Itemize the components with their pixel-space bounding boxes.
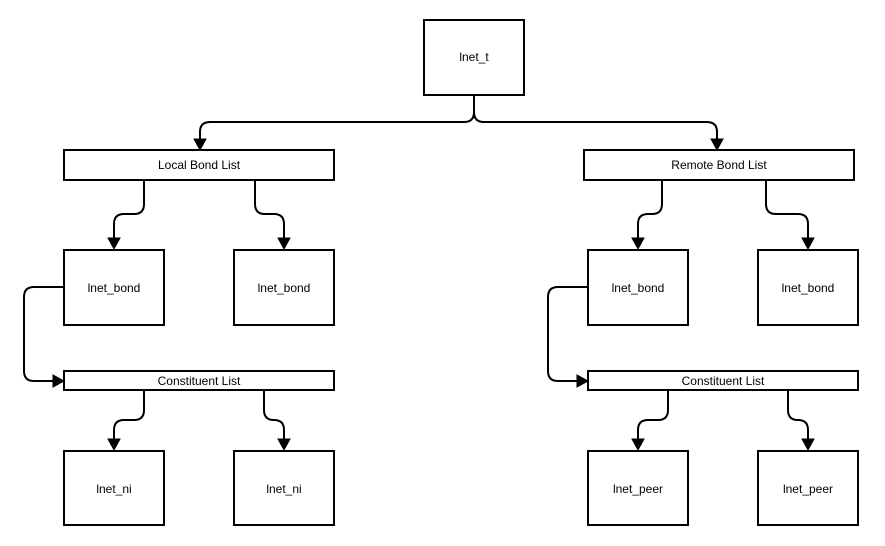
node-local-ni-1: lnet_ni [63,450,165,526]
node-remote-bond-1-label: lnet_bond [612,281,665,295]
arrowhead-local-ni-1 [107,438,121,452]
edge-remote-bond-to-constituent-list [547,286,588,382]
node-local-bond-2: lnet_bond [233,249,335,326]
node-local-bond-1: lnet_bond [63,249,165,326]
edge-remote-constituent-to-peer-2 [787,391,809,441]
arrowhead-local-ni-2 [277,438,291,452]
node-remote-peer-2-label: lnet_peer [783,482,833,496]
node-remote-bond-1: lnet_bond [587,249,689,326]
arrowhead-local-constituent-list [52,374,66,388]
arrowhead-local-bond-1 [107,237,121,251]
edge-local-list-to-bond-1 [113,180,145,240]
edge-local-bond-to-constituent-list [23,286,64,382]
node-local-ni-2: lnet_ni [233,450,335,526]
edge-remote-constituent-to-peer-1 [637,391,669,441]
node-remote-bond-2: lnet_bond [757,249,859,326]
arrowhead-remote-peer-1 [631,438,645,452]
node-local-constituent-list-label: Constituent List [158,374,241,388]
node-root-label: lnet_t [459,50,489,64]
edge-local-list-to-bond-2 [254,180,285,240]
node-local-ni-2-label: lnet_ni [266,482,301,496]
arrowhead-remote-constituent-list [576,374,590,388]
node-remote-bond-list-label: Remote Bond List [671,158,767,172]
connectors [23,95,815,452]
node-remote-peer-2: lnet_peer [757,450,859,526]
node-local-bond-list: Local Bond List [63,149,335,181]
node-local-bond-2-label: lnet_bond [258,281,311,295]
edge-root-to-remote-list [473,95,718,141]
arrowhead-local-list [193,138,207,152]
node-root: lnet_t [423,19,525,96]
edge-local-constituent-to-ni-1 [113,391,145,441]
edge-local-constituent-to-ni-2 [263,391,285,441]
edge-remote-list-to-bond-2 [765,180,809,240]
arrowhead-remote-bond-2 [801,237,815,251]
node-local-ni-1-label: lnet_ni [96,482,131,496]
node-local-bond-1-label: lnet_bond [88,281,141,295]
node-remote-constituent-list: Constituent List [587,370,859,391]
edge-root-to-local-list [199,95,475,141]
node-remote-bond-2-label: lnet_bond [782,281,835,295]
node-remote-peer-1: lnet_peer [587,450,689,526]
arrowhead-remote-bond-1 [631,237,645,251]
node-local-bond-list-label: Local Bond List [158,158,241,172]
node-remote-bond-list: Remote Bond List [583,149,855,181]
edge-remote-list-to-bond-1 [637,180,663,240]
node-remote-constituent-list-label: Constituent List [682,374,765,388]
arrowhead-local-bond-2 [277,237,291,251]
node-remote-peer-1-label: lnet_peer [613,482,663,496]
arrowhead-remote-peer-2 [801,438,815,452]
node-local-constituent-list: Constituent List [63,370,335,391]
arrowhead-remote-list [710,138,724,152]
